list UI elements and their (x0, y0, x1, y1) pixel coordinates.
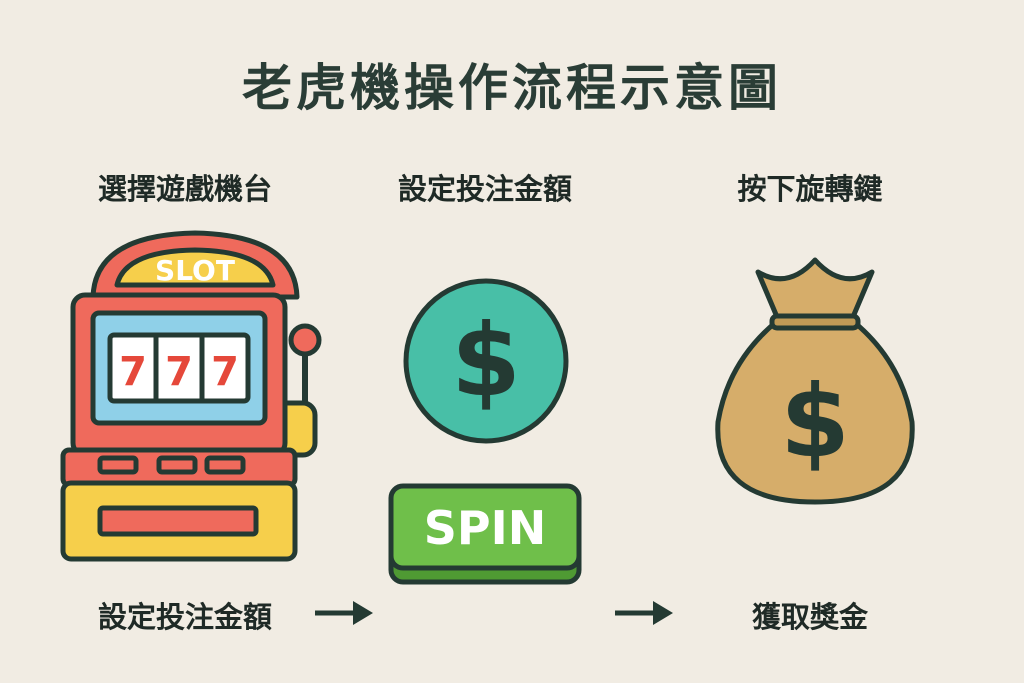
slot-sign-text: SLOT (155, 254, 235, 287)
reel-2: 7 (165, 349, 193, 395)
coin-dollar-symbol: $ (451, 302, 521, 419)
step-label-press-spin: 按下旋轉鍵 (737, 172, 883, 206)
slot-machine-icon: SLOT 7 7 7 (60, 230, 322, 562)
arrow-right-icon (315, 601, 373, 625)
coin-icon: $ (403, 278, 569, 444)
step-label-set-bet: 設定投注金額 (397, 172, 572, 206)
step-label-select-machine: 選擇遊戲機台 (97, 172, 272, 206)
reel-3: 7 (211, 349, 239, 395)
bottom-label-collect-winnings: 獲取獎金 (751, 600, 868, 634)
spin-button-label: SPIN (424, 501, 546, 555)
bottom-label-set-bet: 設定投注金額 (97, 600, 272, 634)
bag-dollar-symbol: $ (780, 363, 850, 480)
spin-button[interactable]: SPIN (386, 482, 584, 588)
arrow-right-icon (615, 601, 673, 625)
reel-1: 7 (119, 349, 147, 395)
money-bag-icon: $ (715, 257, 915, 505)
diagram-title: 老虎機操作流程示意圖 (242, 59, 782, 117)
